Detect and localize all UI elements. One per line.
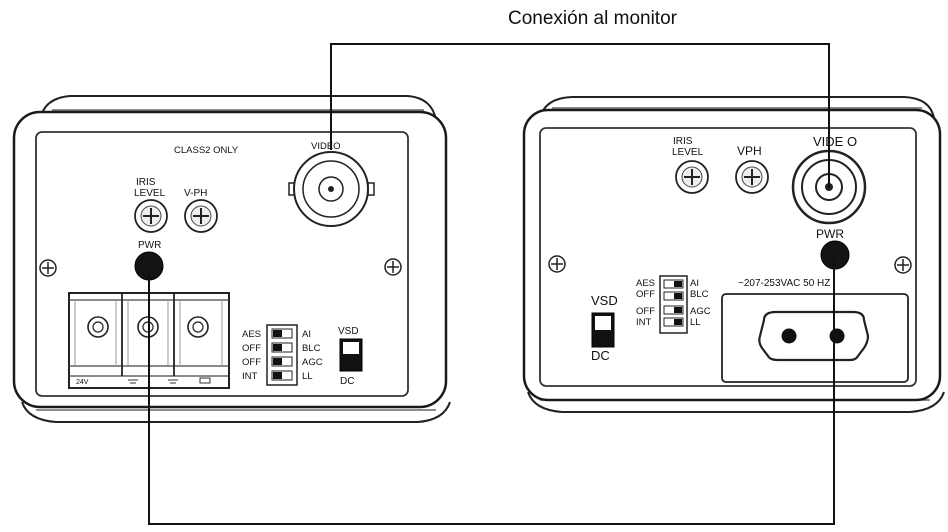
left-switch-right-3: AGC bbox=[302, 357, 323, 368]
left-terminal-label-3 bbox=[168, 379, 178, 384]
left-iris-label-2: LEVEL bbox=[134, 188, 166, 199]
left-video-bnc-connector bbox=[288, 151, 375, 227]
right-switch-left-3: OFF bbox=[636, 306, 655, 317]
right-switch-right-4: LL bbox=[690, 317, 701, 328]
right-switch-left-2: OFF bbox=[636, 289, 655, 300]
right-dip-switch-3 bbox=[663, 305, 684, 315]
right-dip-switch-1 bbox=[663, 279, 684, 289]
right-switch-left-1: AES bbox=[636, 278, 655, 289]
left-camera: CLASS2 ONLY VIDEO IRIS LEVEL V-PH PWR bbox=[12, 95, 451, 423]
left-terminal-screw-1 bbox=[87, 316, 109, 338]
right-pwr-label: PWR bbox=[816, 227, 844, 241]
right-vsd-dc-switch bbox=[591, 312, 615, 348]
right-switch-right-3: AGC bbox=[690, 306, 711, 317]
right-dip-switch-4 bbox=[663, 317, 684, 327]
right-voltage-label: ~207-253VAC 50 HZ bbox=[738, 278, 830, 289]
left-switch-right-1: AI bbox=[302, 329, 311, 340]
right-camera-mount-screw-left bbox=[548, 255, 566, 273]
left-terminal-screw-3 bbox=[187, 316, 209, 338]
left-switch-left-2: OFF bbox=[242, 343, 261, 354]
right-ac-socket-pin-right bbox=[829, 328, 845, 344]
left-dip-switch-group: AES OFF OFF INT AI BLC AGC LL bbox=[242, 324, 323, 386]
right-switch-right-2: BLC bbox=[690, 289, 709, 300]
left-switch-right-2: BLC bbox=[302, 343, 321, 354]
left-video-label: VIDEO bbox=[311, 141, 341, 152]
right-iris-level-pot bbox=[675, 160, 709, 194]
left-switch-left-3: OFF bbox=[242, 357, 261, 368]
right-dip-switch-group: AES OFF OFF INT AI BLC AGC LL bbox=[636, 275, 711, 334]
left-vph-label: V-PH bbox=[184, 188, 207, 199]
left-vsd-dc-switch bbox=[339, 338, 363, 372]
right-switch-right-1: AI bbox=[690, 278, 699, 289]
right-camera-mount-screw-right bbox=[894, 256, 912, 274]
left-vsd-label: VSD bbox=[338, 326, 359, 337]
left-class-note: CLASS2 ONLY bbox=[174, 145, 239, 156]
right-vph-pot bbox=[735, 160, 769, 194]
left-terminal-label-4 bbox=[199, 377, 211, 384]
left-terminal-label-24v: 24V bbox=[76, 379, 89, 386]
left-dc-label: DC bbox=[340, 376, 354, 387]
left-switch-left-4: INT bbox=[242, 371, 258, 382]
right-dip-switch-2 bbox=[663, 291, 684, 301]
right-video-label: VIDE O bbox=[813, 134, 857, 149]
left-camera-mount-screw-right bbox=[384, 258, 402, 276]
right-vph-label: VPH bbox=[737, 144, 762, 158]
right-ac-socket-pin-left bbox=[781, 328, 797, 344]
left-iris-label-1: IRIS bbox=[136, 177, 156, 188]
left-camera-mount-screw-left bbox=[39, 259, 57, 277]
right-dc-label: DC bbox=[591, 348, 610, 363]
right-ac-power-socket bbox=[721, 293, 909, 383]
right-camera: IRIS LEVEL VPH VIDE O PWR ~207-253VAC 50… bbox=[522, 96, 945, 413]
right-vsd-label: VSD bbox=[591, 293, 618, 308]
left-iris-level-pot bbox=[134, 199, 168, 233]
video-connection-line bbox=[330, 43, 830, 188]
left-terminal-label-2 bbox=[128, 379, 138, 384]
right-iris-label-2: LEVEL bbox=[672, 147, 704, 158]
left-vph-pot bbox=[184, 199, 218, 233]
left-switch-right-4: LL bbox=[302, 371, 313, 382]
power-connection-line bbox=[148, 256, 835, 525]
right-switch-left-4: INT bbox=[636, 317, 652, 328]
left-pwr-label: PWR bbox=[138, 240, 161, 251]
left-switch-left-1: AES bbox=[242, 329, 261, 340]
diagram-title: Conexión al monitor bbox=[508, 8, 678, 29]
right-iris-label-1: IRIS bbox=[673, 136, 693, 147]
